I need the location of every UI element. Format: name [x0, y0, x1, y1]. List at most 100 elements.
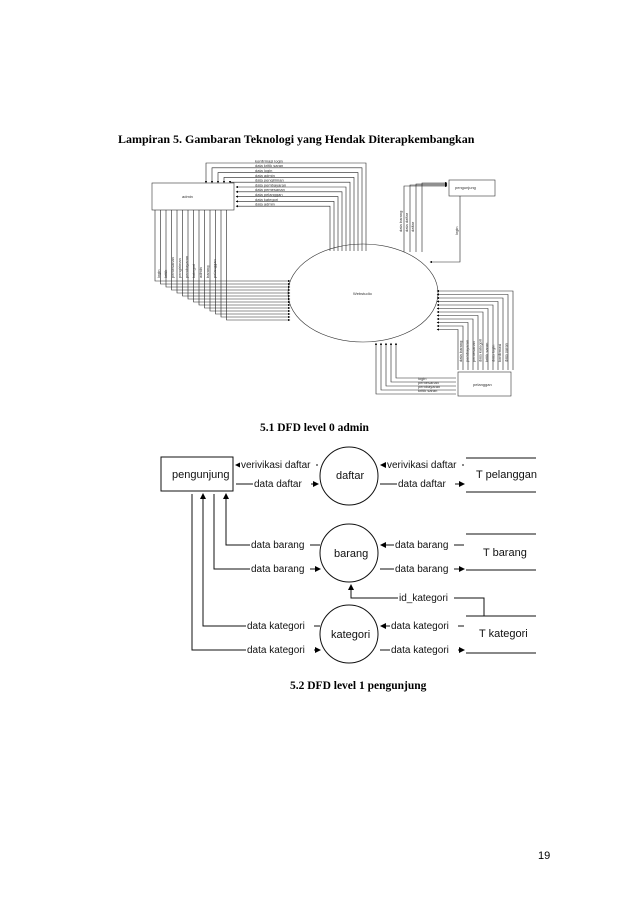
pelanggan-flow-line — [436, 328, 459, 370]
admin-left-flow-line — [204, 210, 291, 310]
pengunjung-login-label: login — [454, 227, 459, 235]
admin-out-label: pengiriman — [177, 258, 182, 278]
admin-out-label: admin — [198, 267, 203, 278]
admin-left-flows — [154, 210, 291, 322]
admin-out-label: kritik — [163, 270, 168, 278]
pelanggan-flow-label: data saran — [504, 343, 509, 362]
process-kategori — [319, 604, 379, 664]
admin-left-flow-line — [220, 210, 291, 319]
pelanggan-bottom-flow-line — [384, 342, 456, 387]
pelanggan-bottom-label: pembayaran — [418, 384, 440, 389]
admin-flow-label: data login — [255, 168, 272, 173]
admin-top-flow-line — [222, 177, 355, 251]
pengunjung-flow-line — [403, 184, 448, 252]
pelanggan-flow-label: kritik saran — [484, 343, 489, 362]
label-data-barang-4: data barang — [395, 564, 448, 575]
admin-out-label: pemesanan — [170, 257, 175, 278]
admin-left-flow-line — [171, 210, 291, 292]
label-data-daftar-left: data daftar — [254, 479, 302, 490]
admin-left-flow-line — [176, 210, 291, 295]
store-tbarang-label: T barang — [483, 547, 527, 559]
pelanggan-flow-line — [436, 296, 504, 370]
page-heading: Lampiran 5. Gambaran Teknologi yang Hend… — [118, 132, 475, 146]
admin-out-label: barang — [205, 266, 210, 278]
pelanggan-flow-label: data barang — [458, 341, 463, 362]
admin-out-label: pelanggan — [212, 259, 217, 278]
pelanggan-bottom-flow-line — [389, 342, 456, 383]
admin-flow-label: data pelanggan — [255, 192, 283, 197]
admin-entity-box — [151, 182, 235, 211]
label-data-kategori-2: data kategori — [247, 645, 305, 656]
store-tkategori-label: T kategori — [479, 628, 528, 640]
pelanggan-flow-label: pembayaran — [465, 340, 470, 362]
process-kategori-label: kategori — [331, 629, 370, 641]
admin-flow-label: data pemesanan — [255, 187, 285, 192]
admin-top-flow-line — [235, 204, 331, 251]
admin-left-flow-line — [193, 210, 291, 304]
label-data-barang-3: data barang — [395, 540, 448, 551]
label-verifikasi-right: verivikasi daftar — [387, 460, 457, 471]
admin-left-flow-line — [215, 210, 291, 316]
process-daftar-label: daftar — [336, 470, 364, 482]
label-data-kategori-1: data kategori — [247, 621, 305, 632]
pelanggan-entity-label: pelanggan — [473, 382, 492, 387]
pengunjung-entity-label: pengunjung — [172, 469, 230, 481]
pelanggan-bottom-label: login — [418, 376, 426, 381]
pengunjung-entity-box-small — [448, 179, 496, 197]
admin-flow-label: data kritik saran — [255, 163, 283, 168]
pelanggan-flow-line — [436, 307, 489, 370]
admin-flow-label: data pengiriman — [255, 178, 284, 183]
pelanggan-flow-line — [436, 314, 479, 370]
pengunjung-flow-label: data barang — [398, 211, 403, 232]
store-tpelanggan-label: T pelanggan — [476, 469, 537, 481]
label-data-barang-2: data barang — [251, 564, 304, 575]
admin-top-flows — [204, 162, 367, 251]
process-daftar — [319, 446, 379, 506]
label-verifikasi-left: verivikasi daftar — [241, 460, 311, 471]
pengunjung-flows — [403, 181, 461, 264]
pengunjung-flow-line — [421, 181, 448, 252]
admin-out-label: kategori — [191, 264, 196, 278]
pelanggan-flow-line — [436, 317, 474, 370]
pelanggan-bottom-flow-line — [374, 342, 456, 395]
admin-top-flow-line — [228, 180, 351, 251]
pelanggan-bottom-flow-line — [379, 342, 456, 391]
flow-data-barang-2 — [213, 494, 321, 572]
flow-data-barang-1 — [223, 493, 320, 546]
pelanggan-flow-line — [436, 289, 514, 370]
pelanggan-entity-box — [457, 371, 512, 397]
pelanggan-flow-label: data login — [491, 345, 496, 362]
admin-top-flow-line — [235, 200, 335, 251]
admin-top-flow-line — [210, 167, 363, 251]
pelanggan-flow-label: konfirmasi — [497, 344, 502, 362]
admin-out-label: login — [156, 270, 161, 278]
admin-left-flow-line — [209, 210, 291, 313]
admin-flow-label: data pembayaran — [255, 182, 286, 187]
pelanggan-flows — [374, 289, 514, 395]
admin-top-flow-line — [204, 162, 367, 251]
pelanggan-flow-line — [436, 324, 464, 370]
admin-left-flow-line — [160, 210, 291, 286]
pengunjung-flow-label: daftar — [410, 221, 415, 232]
admin-top-flow-line — [235, 185, 347, 251]
admin-left-flow-line — [154, 210, 291, 283]
caption-dfd-level1: 5.2 DFD level 1 pengunjung — [290, 680, 427, 692]
admin-flow-label: data admin — [255, 173, 275, 178]
admin-top-flow-line — [216, 172, 359, 251]
caption-dfd-level0: 5.1 DFD level 0 admin — [260, 422, 369, 434]
page-number: 19 — [538, 850, 551, 862]
dfd-level0-diagram — [151, 162, 514, 397]
pelanggan-flow-line — [436, 300, 499, 370]
pelanggan-flow-label: pemesanan — [471, 341, 476, 362]
pengunjung-flow-line — [409, 183, 448, 252]
label-data-daftar-right: data daftar — [398, 479, 446, 490]
admin-left-flow-line — [187, 210, 291, 301]
process-barang-label: barang — [334, 548, 368, 560]
pengunjung-flow-label: data daftar — [404, 212, 409, 232]
pelanggan-flow-line — [436, 303, 494, 370]
admin-out-label: pembayaran — [184, 256, 189, 278]
admin-entity-label: admin — [182, 194, 193, 199]
admin-top-flow-line — [235, 190, 343, 251]
pelanggan-bottom-label: kritik saran — [418, 388, 437, 393]
